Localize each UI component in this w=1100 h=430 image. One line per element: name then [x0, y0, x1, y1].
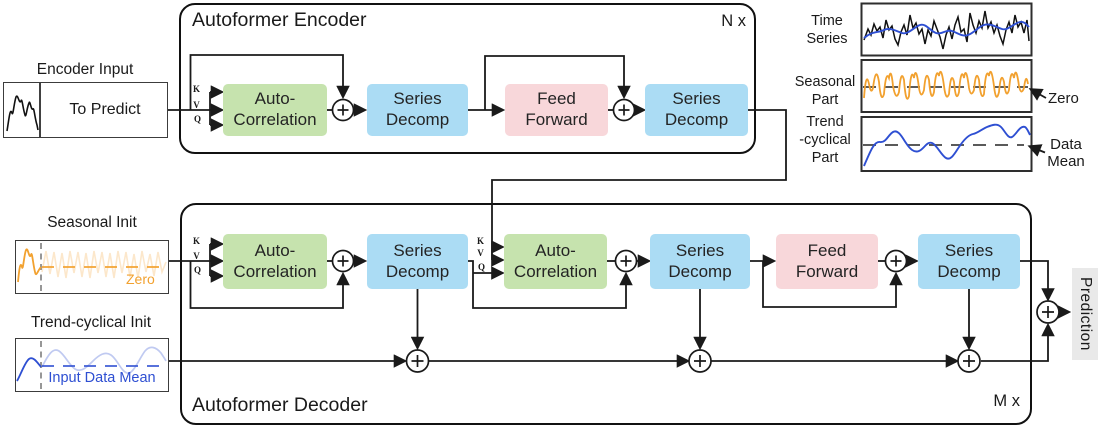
decoder-series-decomp-block-1: Series Decomp: [367, 234, 468, 289]
decoder-auto-correlation-block-1: Auto- Correlation: [223, 234, 327, 289]
encoder-input-label: Encoder Input: [36, 61, 134, 78]
time-series-plot: [860, 2, 1033, 57]
decoder-self-v-label: V: [193, 251, 200, 261]
decoder-frame: [180, 203, 1032, 425]
decoder-wires: [169, 237, 1072, 368]
seasonal-init-label: Seasonal Init: [47, 214, 137, 231]
trend-init-sketch: [16, 341, 167, 389]
trend-init-label: Trend-cyclical Init: [30, 314, 151, 331]
decoder-repeat-count: M x: [993, 392, 1020, 410]
add-node: [1036, 300, 1060, 324]
add-node: [612, 98, 636, 122]
encoder-feed-forward-block: Feed Forward: [505, 84, 608, 136]
add-node: [884, 249, 908, 273]
seasonal-zero-label: Zero: [126, 271, 155, 287]
seasonal-part-plot: [860, 59, 1033, 113]
annotation-arrows: [1027, 88, 1047, 157]
encoder-frame: [179, 3, 756, 154]
data-mean-annotation: Data Mean: [1047, 136, 1085, 171]
decoder-series-decomp-block-2: Series Decomp: [650, 234, 750, 289]
encoder-k-label: K: [192, 84, 200, 94]
decoder-title: Autoformer Decoder: [192, 394, 368, 416]
encoder-v-label: V: [193, 100, 200, 110]
decoder-feed-forward-block: Feed Forward: [776, 234, 878, 289]
add-node: [331, 98, 355, 122]
decoder-self-k-label: K: [192, 236, 200, 246]
decoder-cross-q-label: Q: [477, 262, 485, 272]
decoder-self-q-label: Q: [193, 265, 201, 275]
add-node: [688, 349, 712, 373]
encoder-q-label: Q: [193, 114, 201, 124]
encoder-repeat-count: N x: [721, 12, 746, 30]
encoder-title: Autoformer Encoder: [192, 9, 367, 31]
trend-part-plot: [860, 116, 1033, 172]
decoder-cross-k-label: K: [476, 236, 484, 246]
encoder-series-decomp-block-2: Series Decomp: [645, 84, 748, 136]
time-series-label: Time Series: [806, 13, 848, 48]
prediction-output: Prediction: [1072, 268, 1098, 360]
encoder-input-box: [3, 82, 168, 138]
decoder-auto-correlation-block-2: Auto- Correlation: [504, 234, 607, 289]
decoder-cross-v-label: V: [477, 248, 484, 258]
add-node: [614, 249, 638, 273]
add-node: [957, 349, 981, 373]
seasonal-init-sketch: [17, 243, 167, 291]
add-nodes: [331, 98, 1060, 373]
encoder-series-decomp-block-1: Series Decomp: [367, 84, 468, 136]
add-node: [331, 249, 355, 273]
add-node: [405, 349, 430, 373]
seasonal-init-box: [15, 240, 169, 294]
trend-init-box: [15, 338, 169, 392]
trend-mean-label: Input Data Mean: [48, 370, 156, 386]
encoder-input-sketch: [6, 83, 41, 137]
encoder-input-value: To Predict: [69, 101, 141, 118]
encoder-auto-correlation-block: Auto- Correlation: [223, 84, 327, 136]
seasonal-part-label: Seasonal Part: [794, 74, 856, 109]
decoder-series-decomp-block-3: Series Decomp: [918, 234, 1020, 289]
trend-part-label: Trend -cyclical Part: [799, 114, 851, 167]
encoder-wires: [168, 54, 787, 267]
zero-annotation: Zero: [1048, 90, 1079, 107]
